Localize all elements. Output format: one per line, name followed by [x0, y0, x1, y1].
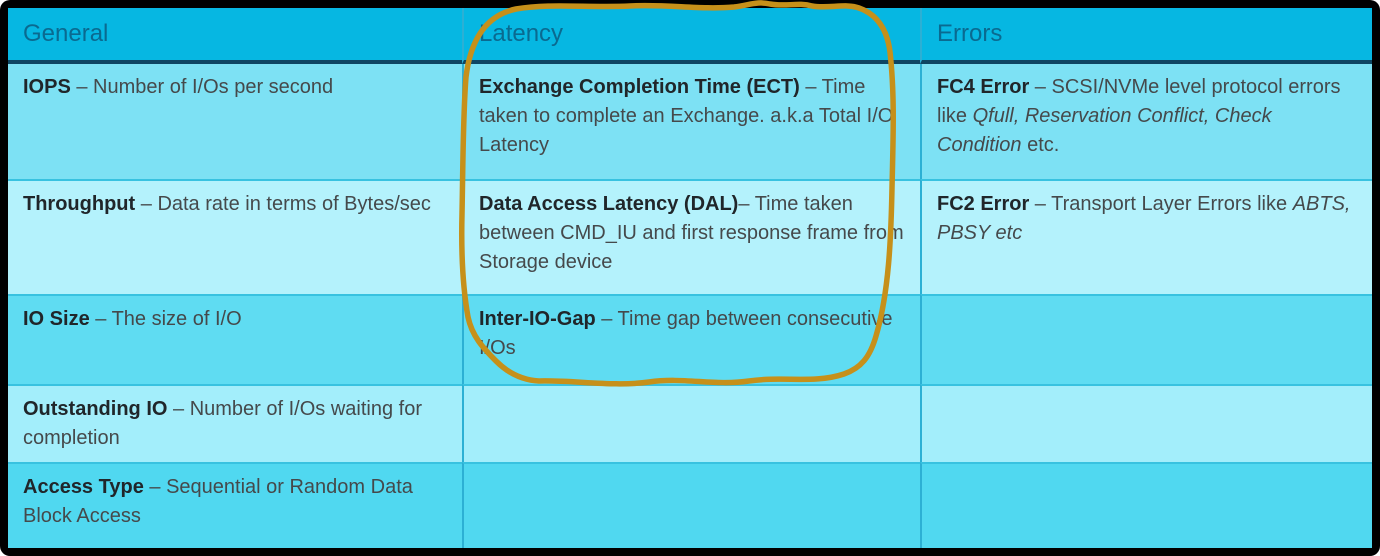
column-header-errors: Errors — [920, 8, 1372, 64]
term-definition: Transport Layer Errors like — [1051, 193, 1293, 215]
term-label: FC4 Error — [937, 76, 1030, 98]
cell-fc4-error: FC4 Error – SCSI/NVMe level protocol err… — [920, 64, 1372, 179]
term-label: IOPS — [23, 76, 71, 98]
term-label: Data Access Latency (DAL) — [479, 193, 739, 215]
cell-outstanding-io: Outstanding IO – Number of I/Os waiting … — [8, 384, 462, 462]
term-definition: The size of I/O — [111, 308, 242, 330]
metrics-table: General Latency Errors IOPS – Number of … — [8, 8, 1372, 548]
term-definition: Data rate in terms of Bytes/sec — [157, 193, 431, 215]
cell-dal: Data Access Latency (DAL)– Time taken be… — [462, 179, 920, 294]
cell-io-size: IO Size – The size of I/O — [8, 294, 462, 384]
cell-iops: IOPS – Number of I/Os per second — [8, 64, 462, 179]
term-label: Exchange Completion Time (ECT) — [479, 76, 800, 98]
term-label: Access Type — [23, 476, 144, 498]
cell-ect: Exchange Completion Time (ECT) – Time ta… — [462, 64, 920, 179]
term-definition: SCSI/NVMe level protocol errors like — [937, 76, 1341, 127]
term-definition: Number of I/Os waiting for completion — [23, 398, 422, 449]
term-label: Outstanding IO — [23, 398, 168, 420]
term-label: FC2 Error — [937, 193, 1030, 215]
term-label: Inter-IO-Gap — [479, 308, 596, 330]
cell-empty — [920, 462, 1372, 548]
error-examples-italic: ABTS, PBSY etc — [937, 193, 1351, 244]
cell-empty — [462, 462, 920, 548]
cell-access-type: Access Type – Sequential or Random Data … — [8, 462, 462, 548]
cell-empty — [462, 384, 920, 462]
cell-fc2-error: FC2 Error – Transport Layer Errors like … — [920, 179, 1372, 294]
header-label: Errors — [937, 20, 1003, 47]
cell-throughput: Throughput – Data rate in terms of Bytes… — [8, 179, 462, 294]
cell-empty — [920, 294, 1372, 384]
term-definition: Number of I/Os per second — [93, 76, 334, 98]
cell-inter-io-gap: Inter-IO-Gap – Time gap between consecut… — [462, 294, 920, 384]
header-label: Latency — [479, 20, 564, 47]
header-label: General — [23, 20, 109, 47]
error-examples-italic: Qfull, Reservation Conflict, Check Condi… — [937, 105, 1272, 156]
term-label: Throughput — [23, 193, 136, 215]
column-header-latency: Latency — [462, 8, 920, 64]
cell-empty — [920, 384, 1372, 462]
term-label: IO Size — [23, 308, 90, 330]
column-header-general: General — [8, 8, 462, 64]
term-definition: Sequential or Random Data Block Access — [23, 476, 413, 527]
